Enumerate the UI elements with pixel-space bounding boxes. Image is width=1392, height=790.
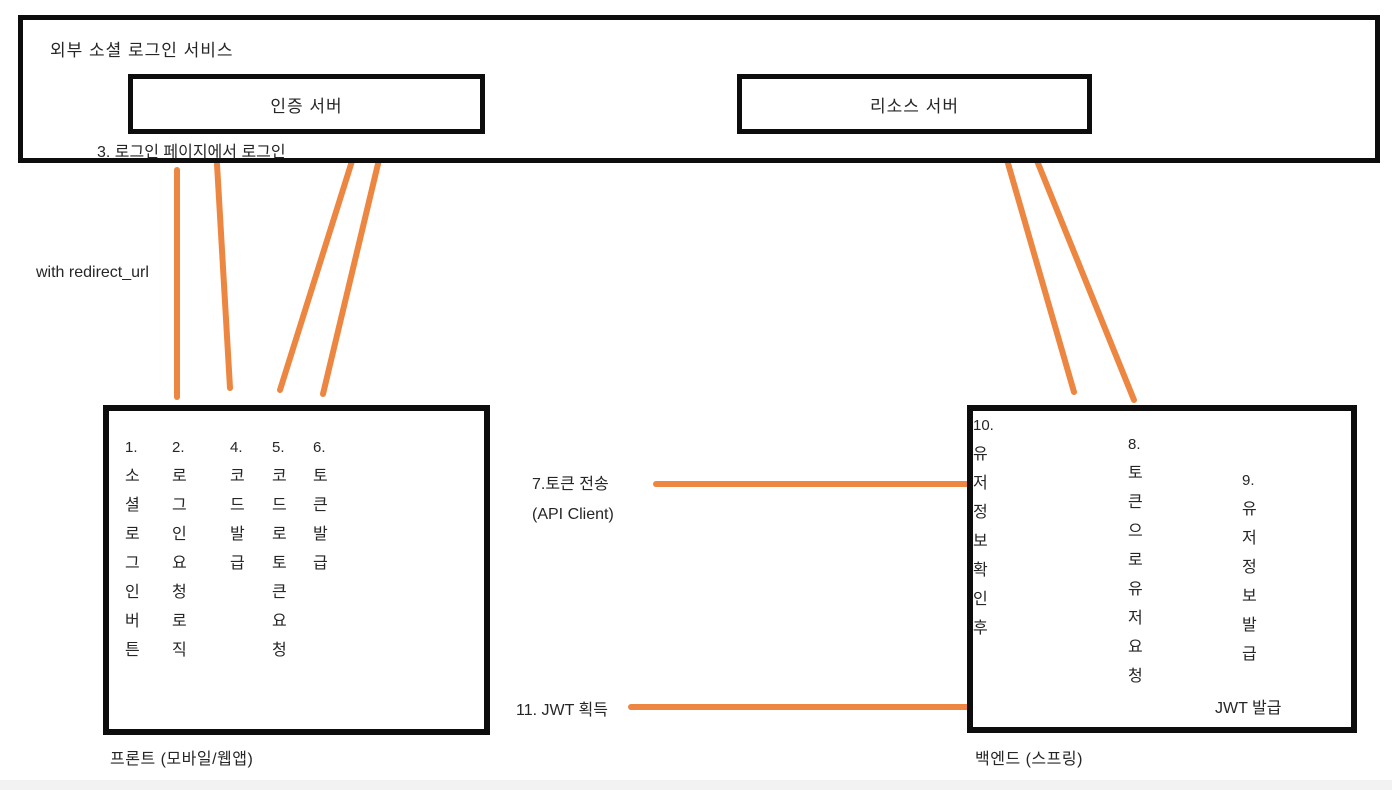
external-service-label: 외부 소셜 로그인 서비스 bbox=[50, 41, 234, 60]
frontend-step-char: 큰 bbox=[272, 584, 287, 601]
frontend-step-char: 직 bbox=[172, 642, 187, 659]
api-client-label: (API Client) bbox=[532, 506, 614, 523]
backend-step-number: 8. bbox=[1128, 436, 1141, 453]
jwt-issue-label: JWT 발급 bbox=[1215, 700, 1282, 717]
frontend-step-char: 급 bbox=[313, 555, 328, 572]
frontend-caption: 프론트 (모바일/웹앱) bbox=[110, 751, 254, 768]
frontend-step-char: 요 bbox=[172, 555, 187, 572]
frontend-step-number: 4. bbox=[230, 439, 243, 456]
backend-step-char: 보 bbox=[1242, 588, 1257, 605]
backend-step-char: 요 bbox=[1128, 639, 1143, 656]
frontend-step-char: 요 bbox=[272, 613, 287, 630]
step11-label: 11. JWT 획득 bbox=[516, 702, 608, 719]
frontend-step-char: 인 bbox=[172, 526, 187, 543]
backend-step-char: 저 bbox=[1128, 610, 1143, 627]
frontend-step-char: 코 bbox=[272, 468, 287, 485]
frontend-step-char: 그 bbox=[125, 555, 140, 572]
resource-server-label: 리소스 서버 bbox=[870, 96, 959, 116]
connector-auth-code-1 bbox=[277, 139, 361, 393]
frontend-step-char: 버 bbox=[125, 613, 140, 630]
backend-step-char: 토 bbox=[1128, 465, 1143, 482]
backend-step-char: 확 bbox=[973, 562, 988, 579]
frontend-step-number: 2. bbox=[172, 439, 185, 456]
step7-title: 7.토큰 전송 bbox=[532, 476, 609, 493]
backend-step-char: 보 bbox=[973, 533, 988, 550]
step7-label: 7.토큰 전송 (API Client) bbox=[532, 470, 614, 530]
backend-step-number: 9. bbox=[1242, 472, 1255, 489]
backend-step-char: 정 bbox=[973, 504, 988, 521]
backend-step-char: 인 bbox=[973, 591, 988, 608]
frontend-step-char: 튼 bbox=[125, 642, 140, 659]
frontend-step-char: 인 bbox=[125, 584, 140, 601]
frontend-step-char: 셜 bbox=[125, 497, 140, 514]
frontend-step-char: 토 bbox=[313, 468, 328, 485]
frontend-step-number: 6. bbox=[313, 439, 326, 456]
connector-auth-code-2 bbox=[320, 140, 386, 397]
backend-step-char: 유 bbox=[973, 446, 988, 463]
external-service-box: 외부 소셜 로그인 서비스 인증 서버 리소스 서버 bbox=[18, 15, 1380, 163]
frontend-step-char: 그 bbox=[172, 497, 187, 514]
frontend-step-char: 로 bbox=[172, 613, 187, 630]
backend-step-char: 유 bbox=[1128, 581, 1143, 598]
frontend-step-char: 로 bbox=[125, 526, 140, 543]
frontend-step-char: 발 bbox=[230, 526, 245, 543]
backend-caption: 백엔드 (스프링) bbox=[975, 751, 1083, 768]
frontend-step-number: 1. bbox=[125, 439, 138, 456]
auth-server-box: 인증 서버 bbox=[128, 74, 485, 134]
frontend-step-char: 급 bbox=[230, 555, 245, 572]
backend-step-number: 10. bbox=[973, 417, 994, 434]
backend-step-char: 청 bbox=[1128, 668, 1143, 685]
backend-step-char: 저 bbox=[1242, 530, 1257, 547]
redirect-url-label: with redirect_url bbox=[36, 264, 149, 281]
backend-step-char: 로 bbox=[1128, 552, 1143, 569]
frontend-step-char: 큰 bbox=[313, 497, 328, 514]
backend-step-char: 후 bbox=[973, 620, 988, 637]
frontend-step-char: 드 bbox=[230, 497, 245, 514]
frontend-step-char: 청 bbox=[272, 642, 287, 659]
frontend-step-char: 로 bbox=[272, 526, 287, 543]
frontend-step-char: 청 bbox=[172, 584, 187, 601]
bottom-bar bbox=[0, 780, 1392, 790]
backend-step-char: 유 bbox=[1242, 501, 1257, 518]
frontend-step-char: 소 bbox=[125, 468, 140, 485]
backend-step-char: 급 bbox=[1242, 646, 1257, 663]
frontend-step-number: 5. bbox=[272, 439, 285, 456]
step3-label: 3. 로그인 페이지에서 로그인 bbox=[97, 144, 286, 161]
frontend-step-char: 드 bbox=[272, 497, 287, 514]
frontend-step-char: 발 bbox=[313, 526, 328, 543]
backend-step-char: 정 bbox=[1242, 559, 1257, 576]
backend-step-char: 큰 bbox=[1128, 494, 1143, 511]
frontend-step-char: 로 bbox=[172, 468, 187, 485]
backend-step-char: 발 bbox=[1242, 617, 1257, 634]
resource-server-box: 리소스 서버 bbox=[737, 74, 1092, 134]
backend-step-char: 저 bbox=[973, 475, 988, 492]
connector-resource-backend-1 bbox=[1000, 143, 1077, 395]
backend-step-char: 으 bbox=[1128, 523, 1143, 540]
connector-login-request bbox=[214, 161, 233, 391]
frontend-step-char: 토 bbox=[272, 555, 287, 572]
connector-resource-backend-2 bbox=[1028, 143, 1137, 403]
auth-server-label: 인증 서버 bbox=[270, 96, 343, 116]
frontend-step-char: 코 bbox=[230, 468, 245, 485]
